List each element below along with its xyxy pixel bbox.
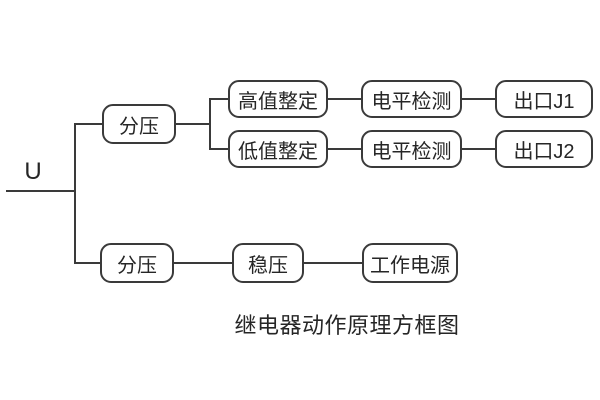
fork-bottom-line xyxy=(209,148,228,150)
block-label: 稳压 xyxy=(248,254,288,277)
diagram-caption: 继电器动作原理方框图 xyxy=(234,313,460,338)
block-low-value-setting: 低值整定 xyxy=(228,130,328,168)
block-level-detect-2: 电平检测 xyxy=(361,130,462,168)
block-voltage-divider-bottom: 分压 xyxy=(100,243,174,283)
block-working-power: 工作电源 xyxy=(362,243,458,283)
fork-vertical-line xyxy=(209,98,211,150)
input-voltage-label: U xyxy=(24,158,42,185)
block-label: 分压 xyxy=(117,254,157,277)
block-output-j2: 出口J2 xyxy=(495,130,593,168)
block-voltage-divider-top: 分压 xyxy=(102,104,176,144)
row2-setting-detect-line xyxy=(328,148,361,150)
bottom-branch-line xyxy=(74,262,100,264)
block-output-j1: 出口J1 xyxy=(495,80,593,118)
block-label: 出口J1 xyxy=(513,90,575,113)
row1-setting-detect-line xyxy=(328,98,361,100)
block-label: 电平检测 xyxy=(371,90,452,113)
regulator-power-line xyxy=(304,262,362,264)
block-label: 高值整定 xyxy=(238,90,318,113)
trunk-vertical-line xyxy=(74,123,76,264)
block-label: 工作电源 xyxy=(370,254,450,277)
block-label: 分压 xyxy=(119,115,159,138)
fork-top-line xyxy=(209,98,228,100)
block-label: 出口J2 xyxy=(513,140,575,163)
row2-detect-output-line xyxy=(462,148,495,150)
block-high-value-setting: 高值整定 xyxy=(228,80,328,118)
block-label: 电平检测 xyxy=(371,140,452,163)
block-level-detect-1: 电平检测 xyxy=(361,80,462,118)
block-voltage-regulator: 稳压 xyxy=(232,243,304,283)
divider-to-fork-line xyxy=(176,123,210,125)
row1-detect-output-line xyxy=(462,98,495,100)
block-label: 低值整定 xyxy=(238,140,318,163)
top-branch-line xyxy=(74,123,102,125)
input-line xyxy=(6,190,75,192)
divider-regulator-line xyxy=(174,262,232,264)
